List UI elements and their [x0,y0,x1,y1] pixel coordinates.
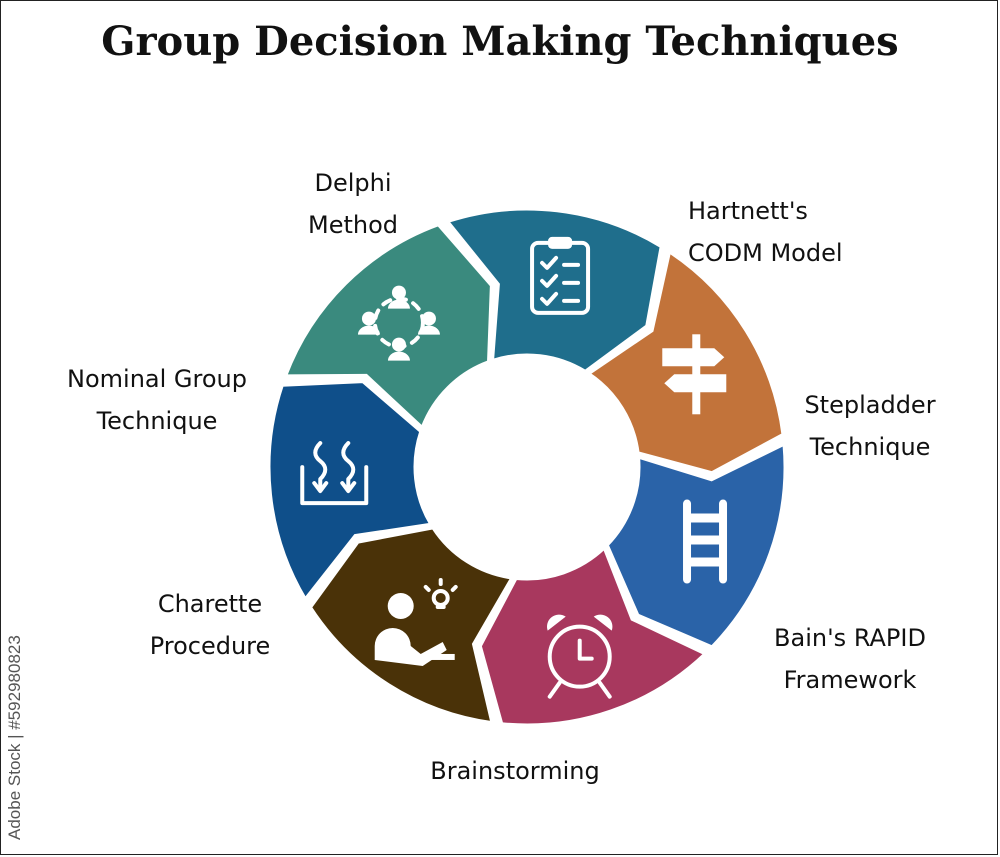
person-lightbulb-icon [374,577,458,666]
converging-arrows-icon [300,441,369,506]
signpost-icon [662,334,727,415]
page-title: Group Decision Making Techniques [101,18,899,65]
checklist-clipboard-icon [530,236,591,315]
alarm-clock-icon [547,614,613,699]
group-circle-icon [357,285,440,361]
label-brainstorming: Brainstorming [430,757,600,785]
segment-delphi [445,207,663,374]
wheel-center [415,355,639,579]
ladder-icon [683,499,728,584]
stock-watermark: Adobe Stock | #592980823 [5,635,24,840]
segment-bain [478,545,708,727]
segment-brainstorming [308,526,515,725]
